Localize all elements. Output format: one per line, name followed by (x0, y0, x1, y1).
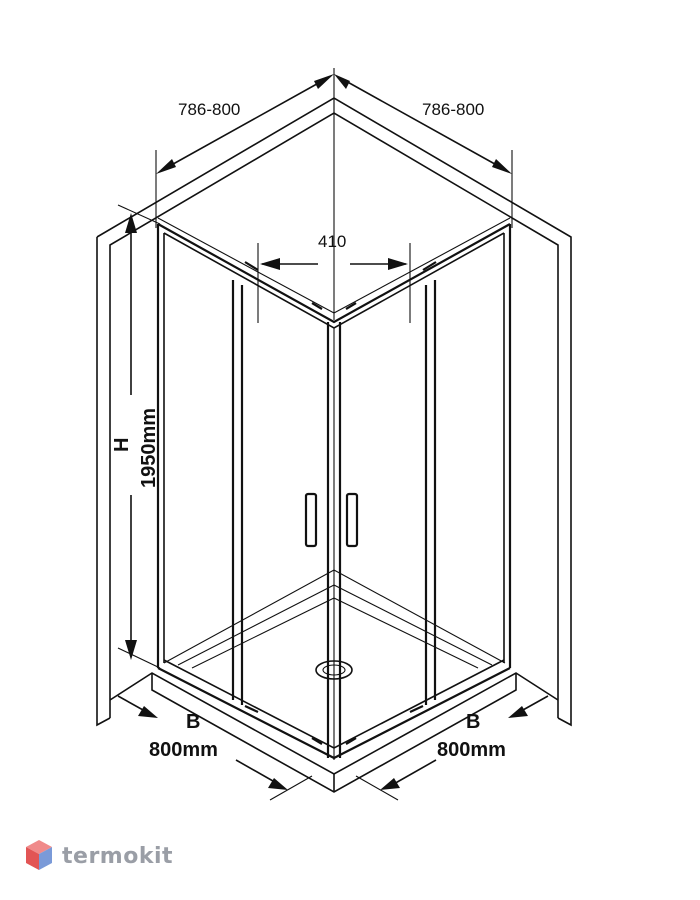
dim-door-opening: 410 (318, 232, 346, 251)
left-handle (304, 492, 318, 548)
dim-height-value: 1950mm (138, 408, 160, 488)
cube-logo-icon (26, 840, 52, 870)
height-dimension (117, 204, 161, 669)
right-handle (345, 492, 359, 548)
termokit-logo: termokit (24, 834, 173, 878)
enclosure-frame (156, 217, 512, 760)
door-handles (304, 492, 359, 548)
dim-base-right-letter: B (466, 711, 480, 733)
dim-height-letter: H (111, 438, 133, 452)
base-dimensions (117, 695, 549, 801)
dim-top-left-width: 786-800 (178, 100, 240, 119)
dim-base-left-value: 800mm (149, 739, 218, 761)
top-dimensions (155, 68, 513, 323)
dim-base-left-letter: B (186, 711, 200, 733)
dim-base-right-value: 800mm (437, 739, 506, 761)
door-panels (231, 261, 437, 745)
watermark-text: termokit (62, 843, 174, 869)
dim-top-right-width: 786-800 (422, 100, 484, 119)
